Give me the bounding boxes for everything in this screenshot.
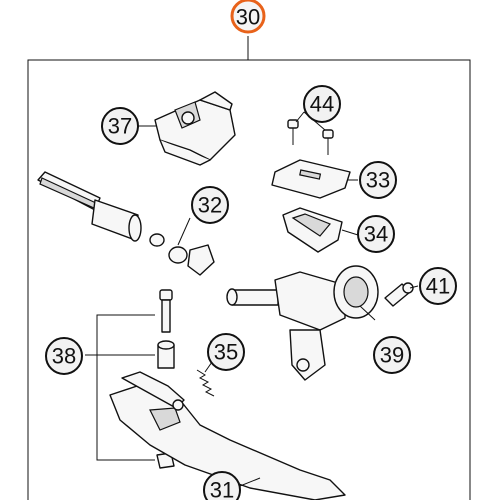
assembly-callout-ring	[230, 0, 266, 34]
callout-35-label: 35	[214, 340, 238, 365]
part-34-diaphragm	[282, 207, 343, 253]
assembly-callout-30[interactable]: 30	[230, 0, 266, 34]
callout-34[interactable]: 34	[357, 215, 395, 253]
callout-41-label: 41	[426, 274, 450, 299]
callout-35[interactable]: 35	[207, 333, 245, 371]
callout-37-label: 37	[108, 114, 132, 139]
callout-44[interactable]: 44	[303, 85, 341, 123]
part-33-cover	[271, 159, 351, 199]
callout-39-label: 39	[380, 343, 404, 368]
part-32-piston-kit	[37, 171, 215, 276]
callout-32[interactable]: 32	[191, 186, 229, 224]
callout-31-label: 31	[210, 478, 234, 500]
callout-33[interactable]: 33	[359, 161, 397, 199]
part-39-master-cylinder	[226, 265, 379, 381]
callout-39[interactable]: 39	[373, 336, 411, 374]
part-31-lever	[109, 371, 346, 500]
part-41-adjuster	[384, 282, 414, 307]
callout-41[interactable]: 41	[419, 267, 457, 305]
part-44-screws	[287, 119, 334, 155]
assembly-frame	[27, 36, 471, 500]
callout-38[interactable]: 38	[45, 337, 83, 375]
part-37-boot	[154, 91, 236, 166]
callout-37[interactable]: 37	[101, 107, 139, 145]
part-35-spring	[196, 369, 215, 397]
leader-lines	[138, 111, 419, 373]
callout-33-label: 33	[366, 168, 390, 193]
callout-44-label: 44	[310, 92, 334, 117]
assembly-callout-label: 30	[236, 5, 260, 30]
callout-38-label: 38	[52, 344, 76, 369]
callout-34-label: 34	[364, 222, 388, 247]
callout-32-label: 32	[198, 193, 222, 218]
callout-31[interactable]: 31	[203, 471, 241, 500]
